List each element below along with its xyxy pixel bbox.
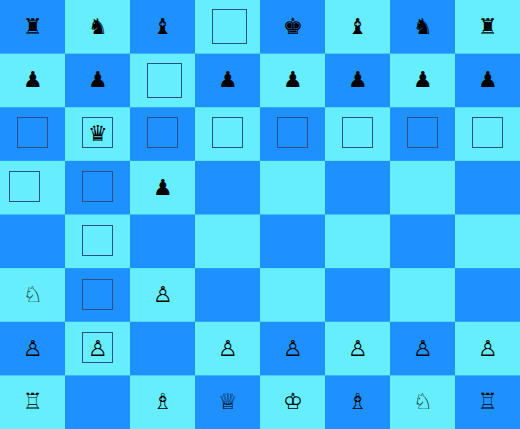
highlight-box: [18, 118, 48, 148]
chess-piece: ♝: [153, 16, 173, 38]
chess-piece: ♙: [348, 338, 368, 360]
chess-piece: ♙: [153, 284, 173, 306]
chess-piece: ♗: [348, 391, 368, 413]
highlight-box: [408, 118, 438, 148]
chess-piece: ♟: [348, 69, 368, 91]
chess-piece: ♞: [88, 16, 108, 38]
highlight-box: [473, 118, 503, 148]
highlight-box: [83, 172, 113, 202]
chess-piece: ♙: [283, 338, 303, 360]
chess-piece: ♟: [88, 69, 108, 91]
chess-piece: ♖: [478, 391, 498, 413]
chess-piece: ♘: [413, 391, 433, 413]
highlight-box: [83, 226, 113, 256]
chess-piece: ♙: [478, 338, 498, 360]
chess-piece: ♜: [23, 16, 43, 38]
highlight-box: [148, 118, 178, 148]
chess-piece: ♙: [88, 338, 108, 360]
chess-piece: ♖: [23, 391, 43, 413]
chess-piece: ♟: [413, 69, 433, 91]
chess-piece: ♟: [283, 69, 303, 91]
highlight-box: [148, 64, 182, 98]
highlight-box: [213, 10, 247, 44]
highlight-box: [343, 118, 373, 148]
chess-piece: ♘: [23, 284, 43, 306]
chess-piece: ♟: [23, 69, 43, 91]
chess-piece: ♚: [283, 16, 303, 38]
chess-piece: ♙: [218, 338, 238, 360]
chess-piece: ♟: [218, 69, 238, 91]
chess-piece: ♙: [413, 338, 433, 360]
highlight-box: [83, 118, 113, 148]
highlight-boxes: [10, 10, 503, 363]
chess-piece: ♕: [218, 391, 238, 413]
chess-piece: ♟: [153, 177, 173, 199]
chess-piece: ♛: [88, 123, 108, 145]
highlight-box: [10, 172, 40, 202]
chess-piece: ♔: [283, 391, 303, 413]
chess-piece: ♞: [413, 16, 433, 38]
highlight-box: [213, 118, 243, 148]
highlight-box: [278, 118, 308, 148]
highlight-box: [83, 280, 113, 310]
highlight-box: [83, 333, 113, 363]
chess-piece: ♜: [478, 16, 498, 38]
chess-piece: ♗: [153, 391, 173, 413]
chess-piece: ♙: [23, 338, 43, 360]
chess-piece: ♟: [478, 69, 498, 91]
chess-piece: ♝: [348, 16, 368, 38]
